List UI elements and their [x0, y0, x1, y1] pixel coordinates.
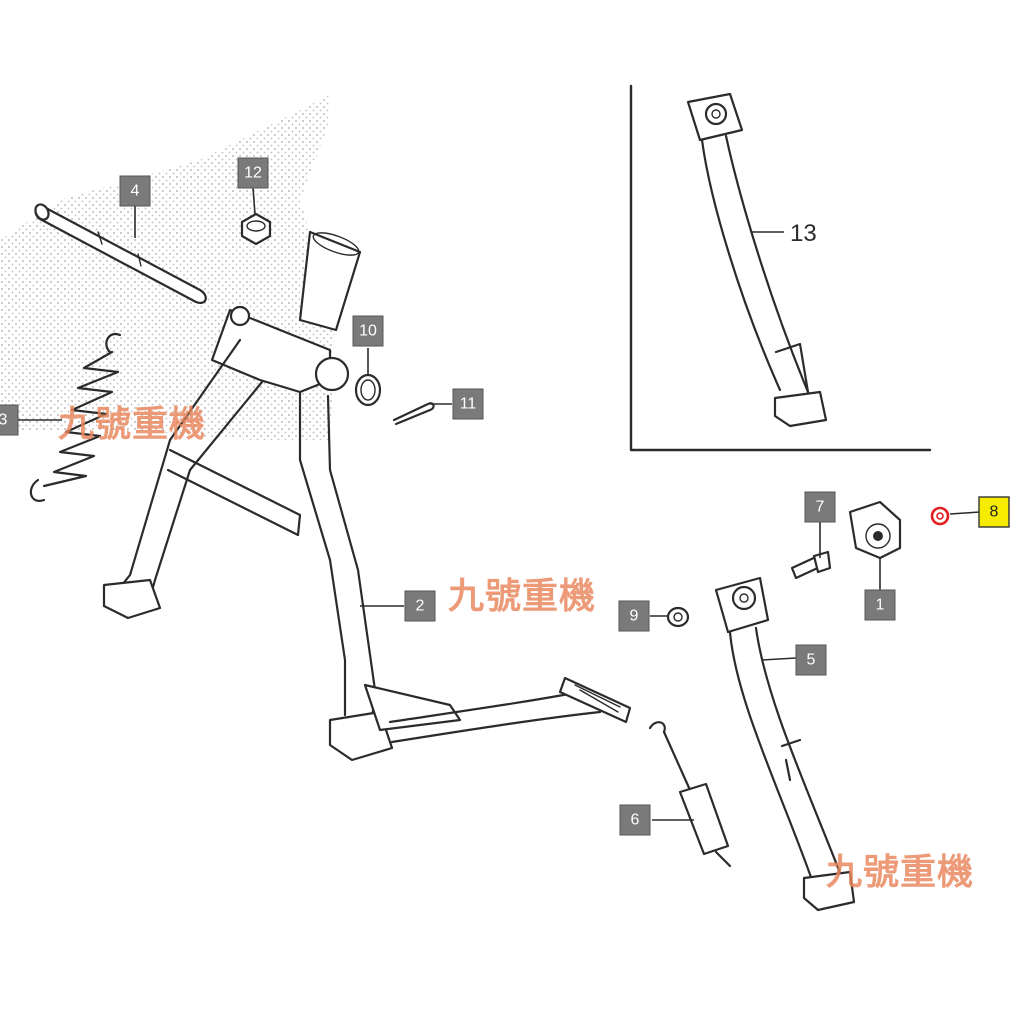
watermark-text: 九號重機	[448, 576, 596, 617]
svg-text:11: 11	[460, 396, 477, 413]
callout-badge-6: 6	[619, 804, 651, 836]
callout-badge-12: 12	[237, 157, 269, 189]
callout-badge-5: 5	[795, 644, 827, 676]
svg-text:5: 5	[807, 652, 816, 669]
cotter-pin-part	[392, 402, 435, 426]
side-stand-nut-part	[666, 606, 690, 628]
side-stand-variant-part	[686, 92, 828, 428]
bolt-part	[790, 550, 832, 580]
watermark-text: 九號重機	[58, 404, 206, 445]
callout-badge-7: 7	[804, 491, 836, 523]
leader-lines	[18, 187, 981, 821]
svg-text:3: 3	[0, 412, 8, 429]
callout-badge-11: 11	[452, 388, 484, 420]
svg-text:7: 7	[816, 499, 825, 516]
svg-text:10: 10	[359, 323, 377, 340]
washer-ring-part	[354, 373, 382, 407]
side-stand-part	[714, 576, 856, 912]
svg-text:9: 9	[630, 608, 639, 625]
callout-label-13: 13	[790, 220, 817, 247]
side-stand-switch-part	[848, 500, 902, 560]
watermark-text: 九號重機	[826, 852, 974, 893]
callout-badge-2: 2	[404, 590, 436, 622]
main-stand-part	[102, 230, 632, 762]
svg-text:1: 1	[876, 597, 885, 614]
callout-badge-8: 8	[978, 496, 1010, 528]
inset-frame	[629, 84, 932, 452]
pivot-shaft-part	[34, 203, 207, 304]
callout-badge-10: 10	[352, 315, 384, 347]
callout-badge-3: 3	[0, 404, 19, 436]
svg-text:12: 12	[244, 165, 262, 182]
svg-text:2: 2	[416, 598, 425, 615]
callout-badge-1: 1	[864, 589, 896, 621]
side-stand-spring-part	[648, 721, 732, 868]
highlighted-o-ring-part	[930, 506, 950, 526]
main-stand-spring-part	[29, 332, 122, 502]
svg-text:4: 4	[131, 183, 140, 200]
callout-badge-9: 9	[618, 600, 650, 632]
svg-text:8: 8	[990, 504, 999, 521]
nut-part	[240, 212, 272, 246]
svg-text:6: 6	[631, 812, 640, 829]
callout-badge-4: 4	[119, 175, 151, 207]
